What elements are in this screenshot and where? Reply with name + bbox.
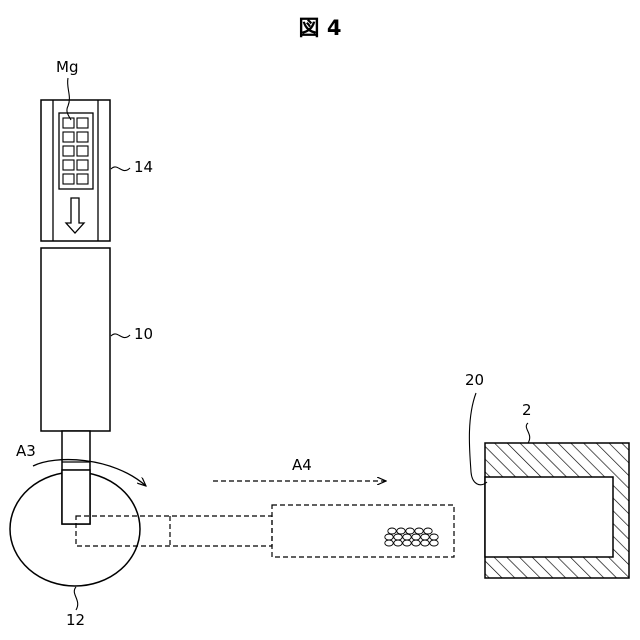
stacked-item <box>403 534 411 540</box>
housing-leader <box>526 423 529 443</box>
main-body <box>41 248 110 431</box>
stacked-item <box>385 534 393 540</box>
housing-ref-label: 2 <box>522 403 532 418</box>
magazine-cell <box>63 160 74 170</box>
turntable-ref-label: 12 <box>66 613 85 628</box>
stacked-item <box>394 540 402 546</box>
magazine-cell <box>77 174 88 184</box>
stacked-item <box>397 528 405 534</box>
stacked-item <box>394 534 402 540</box>
stacked-item <box>421 534 429 540</box>
stacked-item <box>406 528 414 534</box>
stacked-item <box>403 540 411 546</box>
magazine-cell <box>77 146 88 156</box>
stacked-item <box>415 528 423 534</box>
magazine-cell <box>63 146 74 156</box>
magazine-cell <box>77 132 88 142</box>
opening-ref-label: 20 <box>465 373 484 388</box>
stacked-item <box>424 528 432 534</box>
body-ref-label: 10 <box>134 327 153 342</box>
turntable-leader <box>74 587 77 610</box>
stacked-item <box>385 540 393 546</box>
travel-label: A4 <box>292 458 312 473</box>
magazine-cell <box>77 118 88 128</box>
stacked-item <box>430 534 438 540</box>
housing <box>485 443 629 578</box>
stacked-item <box>421 540 429 546</box>
rotation-label: A3 <box>16 444 36 459</box>
body-leader <box>111 334 130 338</box>
stacked-item <box>430 540 438 546</box>
stacked-item <box>388 528 396 534</box>
magazine-label: Mg <box>56 60 78 75</box>
magazine-cell <box>63 132 74 142</box>
stacked-items <box>385 528 438 546</box>
feeder-leader <box>111 167 130 171</box>
stacked-item <box>412 534 420 540</box>
magazine-cell <box>63 118 74 128</box>
feeder-ref-label: 14 <box>134 160 153 175</box>
magazine-cell <box>77 160 88 170</box>
magazine-cell <box>63 174 74 184</box>
stacked-item <box>412 540 420 546</box>
